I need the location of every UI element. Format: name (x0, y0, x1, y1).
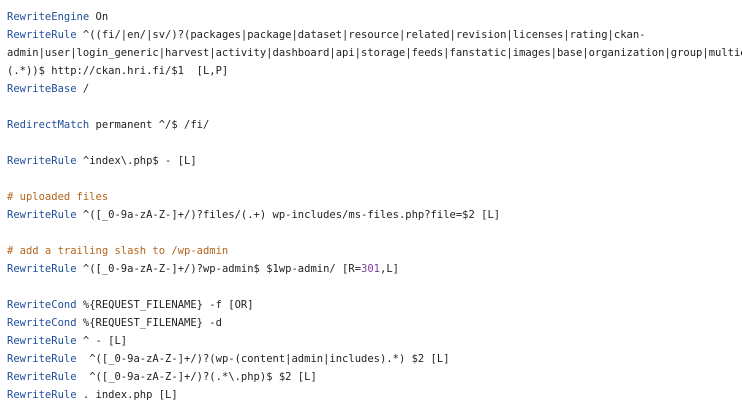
code-line: RewriteCond %{REQUEST_FILENAME} -d (7, 314, 742, 332)
code-line: RewriteEngine On (7, 8, 742, 26)
code-text: admin|user|login_generic|harvest|activit… (7, 47, 742, 59)
code-line (7, 134, 742, 152)
directive-keyword: RewriteBase (7, 83, 77, 95)
code-text: / (76, 83, 90, 95)
directive-keyword: RewriteRule (7, 29, 77, 41)
code-line (7, 224, 742, 242)
code-text: ^index\.php$ - [L] (76, 155, 197, 167)
directive-keyword: RewriteRule (7, 371, 77, 383)
code-line: (.*))$ http://ckan.hri.fi/$1 [L,P] (7, 62, 742, 80)
code-line: RewriteBase / (7, 80, 742, 98)
code-text: ^([_0-9a-zA-Z-]+/)?(wp-(content|admin|in… (76, 353, 450, 365)
code-text: . index.php [L] (76, 389, 178, 401)
code-line: RewriteRule ^((fi/|en/|sv/)?(packages|pa… (7, 26, 742, 44)
code-text: %{REQUEST_FILENAME} -d (76, 317, 222, 329)
code-text: ^ - [L] (76, 335, 128, 347)
code-text: %{REQUEST_FILENAME} -f [OR] (76, 299, 254, 311)
code-line: RewriteRule ^index\.php$ - [L] (7, 152, 742, 170)
code-line: admin|user|login_generic|harvest|activit… (7, 44, 742, 62)
code-line: # add a trailing slash to /wp-admin (7, 242, 742, 260)
code-line: RewriteRule ^([_0-9a-zA-Z-]+/)?(wp-(cont… (7, 350, 742, 368)
code-line: # uploaded files (7, 188, 742, 206)
code-line: RewriteCond %{REQUEST_FILENAME} -f [OR] (7, 296, 742, 314)
directive-keyword: RewriteEngine (7, 11, 90, 23)
directive-keyword: RewriteRule (7, 209, 77, 221)
code-text: On (89, 11, 109, 23)
code-line: RewriteRule ^([_0-9a-zA-Z-]+/)?(.*\.php)… (7, 368, 742, 386)
directive-keyword: RedirectMatch (7, 119, 90, 131)
code-line: RedirectMatch permanent ^/$ /fi/ (7, 116, 742, 134)
code-text: ^([_0-9a-zA-Z-]+/)?wp-admin$ $1wp-admin/… (76, 263, 362, 275)
code-line (7, 170, 742, 188)
code-text: ^([_0-9a-zA-Z-]+/)?files/(.+) wp-include… (76, 209, 501, 221)
code-line: RewriteRule . index.php [L] (7, 386, 742, 404)
code-text: ,L] (380, 263, 399, 275)
directive-keyword: RewriteRule (7, 389, 77, 401)
code-line: RewriteRule ^([_0-9a-zA-Z-]+/)?wp-admin$… (7, 260, 742, 278)
comment-text: # uploaded files (7, 191, 109, 203)
code-text: ^((fi/|en/|sv/)?(packages|package|datase… (76, 29, 646, 41)
code-line (7, 278, 742, 296)
comment-text: # add a trailing slash to /wp-admin (7, 245, 229, 257)
code-text: ^([_0-9a-zA-Z-]+/)?(.*\.php)$ $2 [L] (76, 371, 317, 383)
code-text: (.*))$ http://ckan.hri.fi/$1 [L,P] (7, 65, 229, 77)
directive-keyword: RewriteRule (7, 353, 77, 365)
code-line: RewriteRule ^([_0-9a-zA-Z-]+/)?files/(.+… (7, 206, 742, 224)
code-text: 301 (361, 263, 380, 275)
code-line (7, 98, 742, 116)
directive-keyword: RewriteRule (7, 155, 77, 167)
code-line: RewriteRule ^ - [L] (7, 332, 742, 350)
directive-keyword: RewriteRule (7, 335, 77, 347)
directive-keyword: RewriteRule (7, 263, 77, 275)
directive-keyword: RewriteCond (7, 317, 77, 329)
directive-keyword: RewriteCond (7, 299, 77, 311)
code-text: permanent ^/$ /fi/ (89, 119, 210, 131)
